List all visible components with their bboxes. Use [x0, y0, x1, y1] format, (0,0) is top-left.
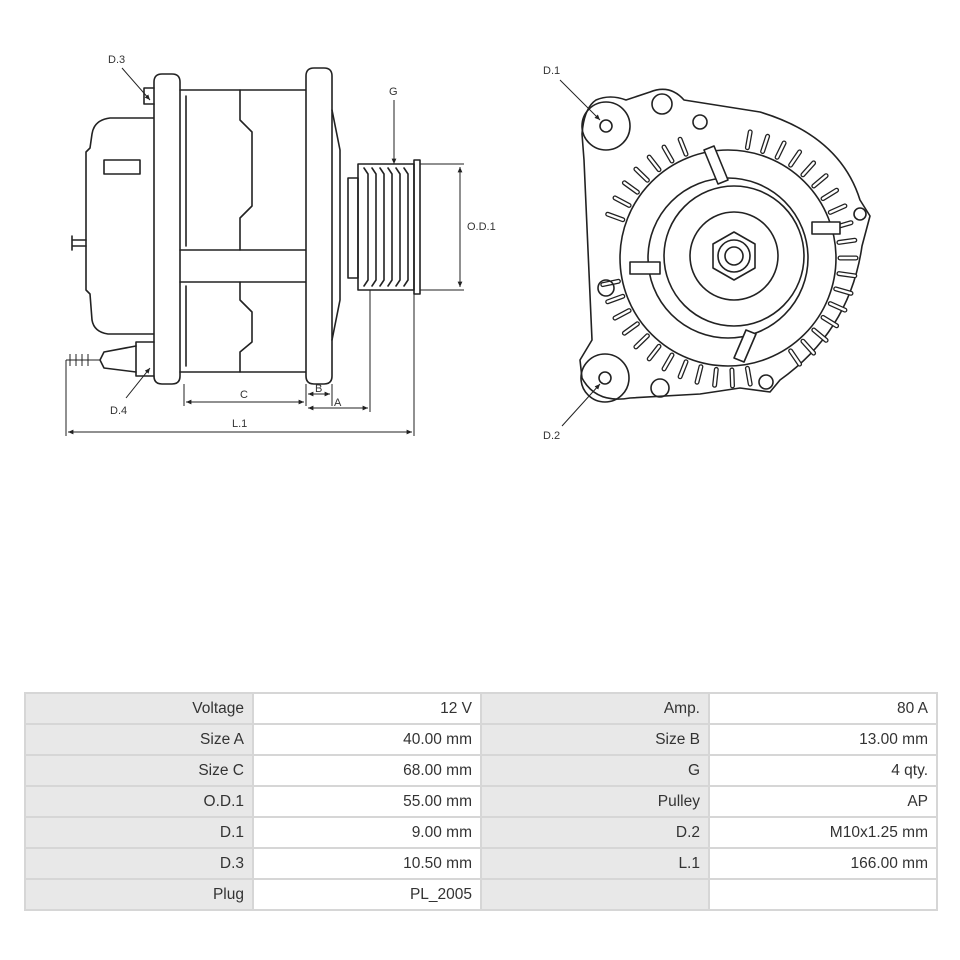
spec-label: O.D.1 [26, 787, 252, 816]
spec-label: G [482, 756, 708, 785]
label-c: C [240, 389, 248, 401]
spec-value: AP [710, 787, 936, 816]
spec-value: 4 qty. [710, 756, 936, 785]
spec-label: Amp. [482, 694, 708, 723]
spec-value: 13.00 mm [710, 725, 936, 754]
spec-value: 68.00 mm [254, 756, 480, 785]
spec-label: D.2 [482, 818, 708, 847]
alternator-diagram: D.3 G O.D.1 D.4 C B A L.1 [65, 54, 871, 442]
label-od1: O.D.1 [467, 221, 496, 233]
spec-value: 9.00 mm [254, 818, 480, 847]
spec-value: M10x1.25 mm [710, 818, 936, 847]
spec-value: 12 V [254, 694, 480, 723]
label-d3: D.3 [108, 54, 125, 66]
spec-label: Pulley [482, 787, 708, 816]
spec-label: Size B [482, 725, 708, 754]
spec-label: Voltage [26, 694, 252, 723]
label-b: B [315, 383, 322, 395]
spec-value: 80 A [710, 694, 936, 723]
spec-value [710, 880, 936, 909]
spec-label [482, 880, 708, 909]
label-d2: D.2 [543, 430, 560, 442]
spec-label: D.1 [26, 818, 252, 847]
spec-value: 10.50 mm [254, 849, 480, 878]
label-d1: D.1 [543, 65, 560, 77]
spec-value: PL_2005 [254, 880, 480, 909]
label-g: G [389, 86, 398, 98]
spec-label: Size A [26, 725, 252, 754]
side-view: D.3 G O.D.1 D.4 C B A L.1 [65, 54, 496, 436]
spec-label: D.3 [26, 849, 252, 878]
label-a: A [334, 397, 342, 409]
spec-label: L.1 [482, 849, 708, 878]
label-l1: L.1 [232, 418, 247, 430]
spec-value: 40.00 mm [254, 725, 480, 754]
front-view: D.1 D.2 [543, 65, 871, 442]
label-d4: D.4 [110, 405, 127, 417]
spec-value: 55.00 mm [254, 787, 480, 816]
spec-label: Plug [26, 880, 252, 909]
spec-value: 166.00 mm [710, 849, 936, 878]
spec-label: Size C [26, 756, 252, 785]
